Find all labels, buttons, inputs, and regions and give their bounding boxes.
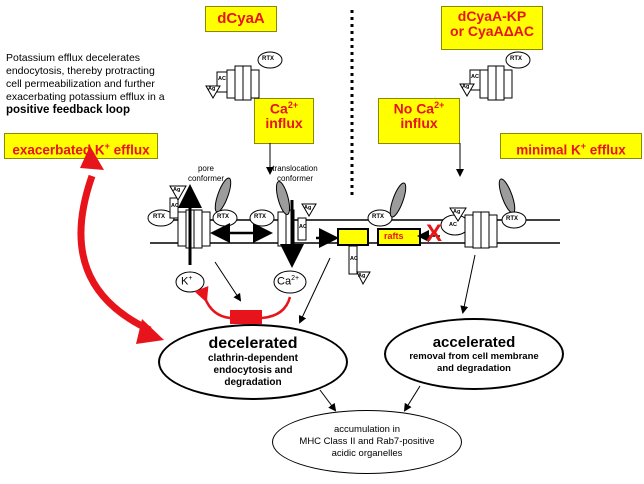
pore-label-2: conformer [187,174,224,183]
rtx-label-raft: RTX [372,214,384,220]
ag-label-right: Ag [453,209,461,215]
decelerated-title: decelerated [208,335,298,352]
rtx-label-pore-left: RTX [153,214,165,220]
ca-ion-circle [273,270,307,294]
ca-ion-label: Ca2+ [277,275,299,288]
right-membrane-toxin [440,178,527,249]
arrow-decel-to-accum [319,389,337,412]
accumulation-line-1: accumulation in [333,424,400,435]
x-mark: X [426,220,443,247]
ag-label-pore: Ag [173,187,181,193]
intro-line-4: exacerbating potassium efflux in a [6,91,165,103]
red-inhibition-curve [194,285,231,320]
raft-box-left [337,228,369,246]
raft-blade [389,182,407,218]
intro-line-3: cell permeabilization and further [6,78,155,90]
rtx-label-trans: RTX [254,214,266,220]
ac-label-trans: AC [299,224,307,230]
feedback-arrow [77,174,152,334]
no-ca-sup: 2+ [434,100,445,110]
minimal-sup: + [580,141,586,151]
ag-label-tr: Ag [462,84,470,90]
red-inhibition-curve-right [261,296,292,320]
dcyaa-box: dCyaA [205,6,277,32]
minimal-label-1: minimal K [516,142,581,158]
translocation-conformer [249,181,317,268]
raft-rtx [367,209,393,227]
raft-ac-domain [348,245,371,286]
decelerated-line-3: degradation [224,377,282,388]
exacerbated-sup: + [104,141,110,151]
no-ca-label-1: No Ca [393,100,435,117]
k-ion-text: K [181,275,189,288]
ag-label-trans: Ag [304,205,312,211]
intro-text: Potassium efflux decelerates endocytosis… [6,52,216,117]
feedback-arrowhead-bottom [136,319,164,344]
dcyaa-kp-line2: or CyaAΔAC [450,22,534,39]
no-ca-influx-box: No Ca2+ influx [378,98,460,144]
decelerated-line-2: endocytosis and [213,365,293,376]
exacerbated-label-1: exacerbated K [12,142,105,158]
accumulation-line-3: acidic organelles [331,448,403,459]
no-ca-label-2: influx [400,115,438,132]
pore-conformer [147,177,238,265]
arrow-trans-to-decel [298,257,331,324]
decelerated-oval: decelerated clathrin-dependent endocytos… [158,324,348,400]
exacerbated-label-2: efflux [109,142,150,158]
trans-label-1: translocation [272,164,318,173]
ca-influx-label-2: influx [265,115,303,132]
dcyaa-kp-box: dCyaA-KP or CyaAΔAC [441,6,543,50]
accelerated-line-2: and degradation [437,362,511,374]
intro-line-2: endocytosis, thereby protracting [6,65,155,77]
dcyaa-kp-line1: dCyaA-KP [457,8,527,24]
arrow-accel-to-accum [403,385,421,412]
ca-ion-text: Ca [277,275,292,288]
ac-label-right: AC [449,222,457,228]
pore-conformer-label: pore conformer [176,164,236,184]
k-ion-sup: + [188,275,193,282]
ag-label-raft: Ag [358,273,366,279]
pore-label-1: pore [197,164,214,173]
ca-ion-sup: 2+ [291,275,300,282]
ca-influx-sup: 2+ [287,100,299,110]
decelerated-line-1: clathrin-dependent [207,353,298,364]
feedback-arrowhead-top [80,146,104,170]
accumulation-oval: accumulation in MHC Class II and Rab7-po… [272,410,462,474]
red-bar [230,310,262,324]
accelerated-oval: accelerated removal from cell membrane a… [384,318,564,390]
ac-label-tr: AC [471,74,479,80]
ca-influx-box: Ca2+ influx [254,98,314,144]
translocation-conformer-label: translocation conformer [260,164,330,184]
rafts-label: rafts [384,231,404,241]
k-ion-label: K+ [181,275,192,288]
ac-label-pore: AC [171,203,179,209]
ag-label-tl: Ag [208,86,216,92]
accumulation-line-2: MHC Class II and Rab7-positive [299,436,435,447]
rtx-label-pore-right: RTX [217,214,229,220]
minimal-label-2: efflux [586,142,626,158]
rtx-label-tl: RTX [262,56,274,62]
trans-label-2: conformer [276,174,313,183]
toxin-top-left [205,51,283,101]
ac-label-tl: AC [218,76,226,82]
toxin-top-right [459,51,531,101]
ac-label-raft: AC [350,256,358,262]
ca-influx-label-1: Ca [269,100,288,117]
intro-line-1: Potassium efflux decelerates [6,52,141,64]
exacerbated-box: exacerbated K+ efflux [4,133,158,159]
dcyaa-label: dCyaA [217,10,265,27]
rtx-label-right: RTX [506,216,518,222]
accelerated-line-1: removal from cell membrane [409,350,539,362]
arrow-pore-to-decel [214,261,242,302]
accelerated-title: accelerated [432,333,516,351]
arrow-right-to-accel [460,254,476,314]
intro-line-5: positive feedback loop [6,104,130,116]
minimal-box: minimal K+ efflux [500,133,642,159]
rtx-label-tr: RTX [510,56,522,62]
